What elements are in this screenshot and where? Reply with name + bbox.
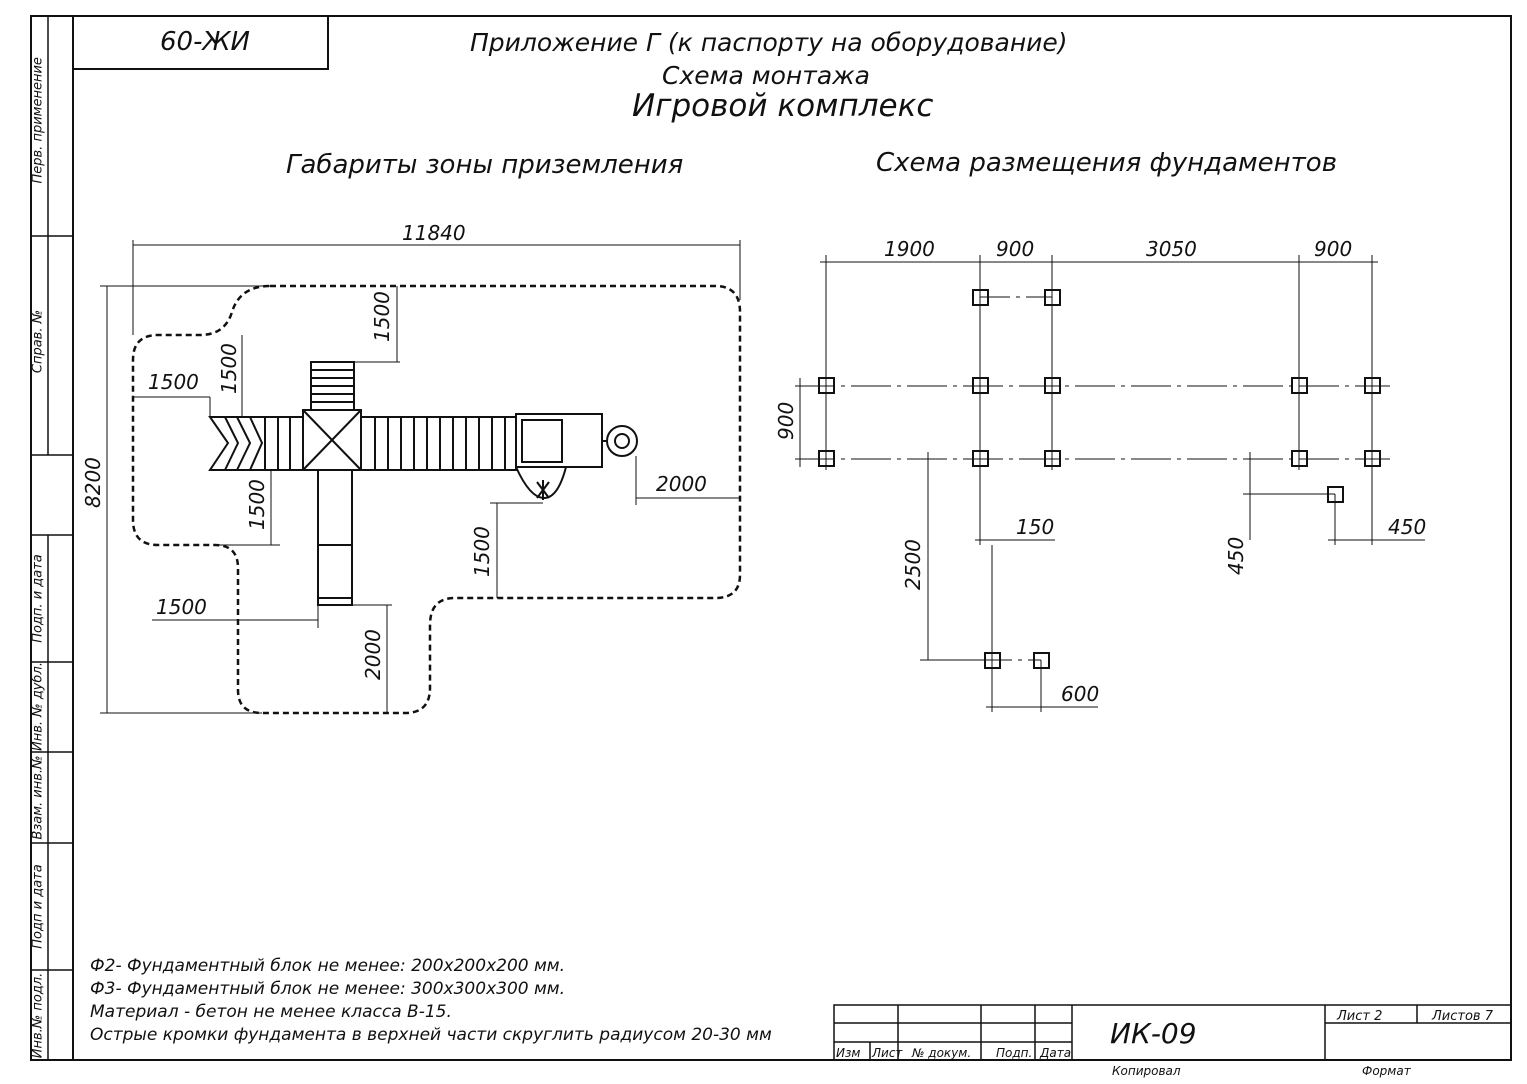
notes-block: Ф2- Фундаментный блок не менее: 200х200х… [90, 955, 772, 1047]
col-data: Дата [1039, 1046, 1071, 1060]
note-line: Острые кромки фундамента в верхней части… [90, 1025, 772, 1045]
dim-900-a: 900 [996, 237, 1034, 261]
sidebar-label-sprav: Справ. № [30, 309, 46, 374]
left-dimension-labels: 11840 8200 1500 1500 1500 1500 2000 1500… [81, 221, 707, 680]
dim-1900: 1900 [884, 237, 935, 261]
sidebar-grid [30, 16, 73, 1060]
sidebar-label-inv-podl: Инв.№ подл. [30, 972, 46, 1059]
note-line: Ф3- Фундаментный блок не менее: 300х300х… [90, 979, 566, 999]
dim-bottom-v: 2000 [361, 629, 385, 680]
dim-lower-left-v: 1500 [245, 479, 269, 530]
dim-right-clear: 2000 [656, 472, 707, 496]
col-izm: Изм [836, 1046, 860, 1060]
format-label: Формат [1362, 1064, 1412, 1078]
dim-450-horizontal: 450 [1388, 515, 1426, 539]
dim-450-vertical: 450 [1224, 537, 1248, 575]
designation: ИК-09 [1110, 1017, 1197, 1050]
copied-label: Копировал [1112, 1064, 1181, 1078]
landing-zone-outline [131, 284, 742, 715]
col-podp: Подп. [996, 1046, 1032, 1060]
play-complex [208, 361, 638, 606]
note-line: Ф2- Фундаментный блок не менее: 200х200х… [90, 956, 566, 976]
dim-600: 600 [1061, 682, 1099, 706]
dim-left-clear-v: 1500 [217, 343, 241, 394]
sheets-total: Листов 7 [1431, 1009, 1494, 1024]
right-dimension-labels: 1900 900 3050 900 900 2500 150 600 450 4… [774, 237, 1426, 706]
sidebar-label-inv-dubl: Инв. № дубл. [30, 662, 46, 751]
header-line-2: Схема монтажа [662, 61, 870, 90]
sheet-number: Лист 2 [1336, 1009, 1382, 1024]
foundation-grid-lines [795, 255, 1425, 712]
header-line-1: Приложение Г (к паспорту на оборудование… [470, 28, 1068, 57]
sidebar-label-podp2: Подп и дата [30, 864, 46, 949]
header-line-3: Игровой комплекс [632, 88, 934, 124]
dim-900-b: 900 [1314, 237, 1352, 261]
title-block-grid [833, 1004, 1512, 1061]
dim-left-clear-h: 1500 [148, 370, 199, 394]
note-line: Материал - бетон не менее класса В-15. [90, 1002, 452, 1022]
dim-900-vertical: 900 [774, 402, 798, 440]
dim-overall-height: 8200 [81, 457, 105, 508]
left-dimension-lines [100, 240, 741, 714]
foundation-blocks [818, 289, 1381, 669]
left-drawing-title: Габариты зоны приземления [286, 150, 684, 180]
dim-2500: 2500 [901, 539, 925, 590]
dim-top-clear: 1500 [370, 291, 394, 342]
right-drawing-title: Схема размещения фундаментов [876, 148, 1338, 178]
col-docum: № докум. [911, 1046, 971, 1060]
doc-code-box [72, 15, 329, 70]
sidebar-label-perv: Перв. применение [30, 57, 46, 184]
dim-150: 150 [1016, 515, 1054, 539]
dim-bottom-left-h: 1500 [156, 595, 207, 619]
dim-3050: 3050 [1146, 237, 1197, 261]
title-block-labels: Изм Лист № докум. Подп. Дата Лист 2 Лист… [836, 1009, 1494, 1078]
sidebar-label-podp1: Подп. и дата [30, 554, 46, 643]
doc-code: 60-ЖИ [160, 27, 250, 57]
col-list: Лист [871, 1046, 903, 1060]
dim-lower-right-v: 1500 [470, 526, 494, 577]
sidebar-label-vzam: Взам. инв.№ [30, 755, 46, 840]
dim-overall-width: 11840 [402, 221, 466, 245]
